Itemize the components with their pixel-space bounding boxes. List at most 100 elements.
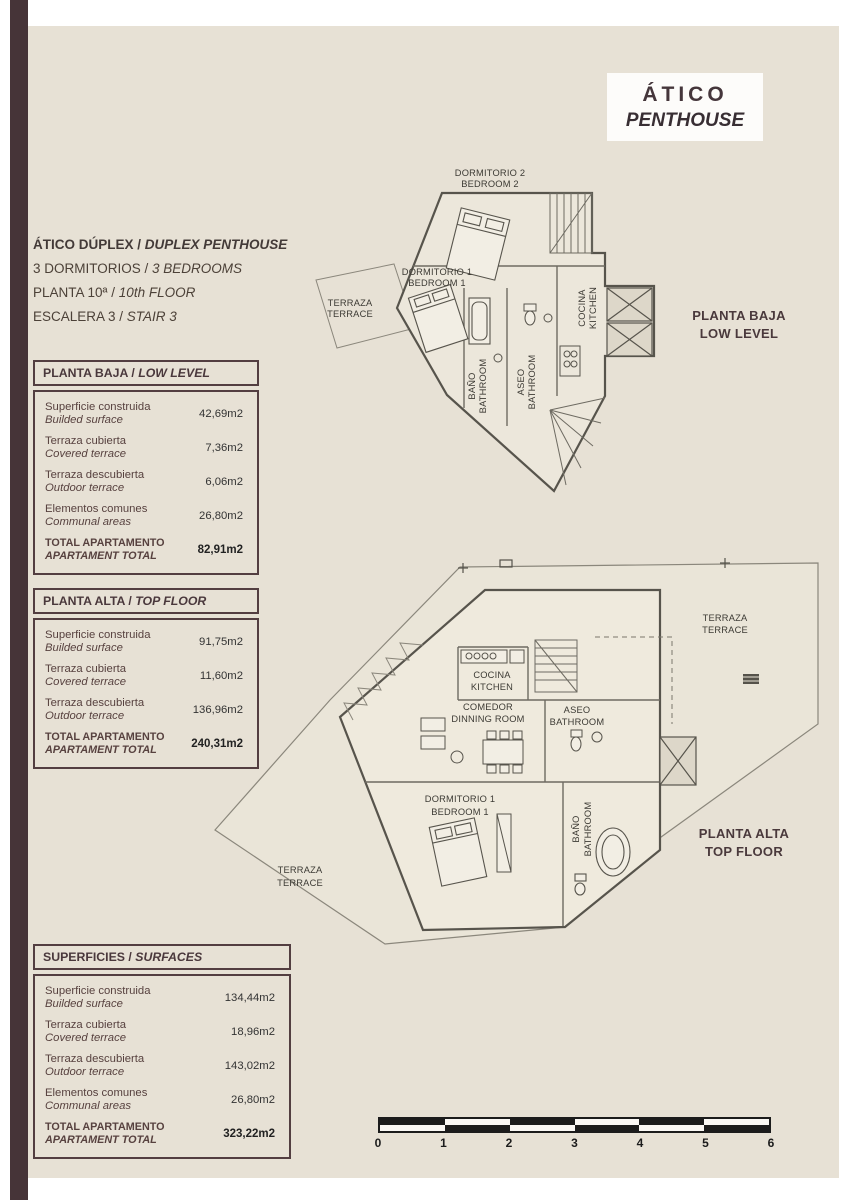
- label-terrace-es: TERRAZA: [328, 298, 373, 308]
- info-floor-en: 10th FLOOR: [118, 285, 196, 300]
- label-bedroom2-en: BEDROOM 2: [461, 179, 519, 189]
- label-bath-es: BAÑO: [571, 815, 581, 842]
- row-label-en: Outdoor terrace: [45, 482, 125, 494]
- label-kitchen-en: KITCHEN: [471, 682, 513, 692]
- plan-label-top-floor-en: TOP FLOOR: [704, 844, 784, 859]
- total-value: 82,91m2: [197, 544, 243, 556]
- label-dining-en: DINNING ROOM: [451, 714, 524, 724]
- total-value: 240,31m2: [191, 738, 243, 750]
- bathtub-icon: [468, 297, 491, 345]
- label-aseo-es: ASEO: [516, 369, 526, 396]
- table-header: SUPERFICIES / SURFACES: [33, 944, 291, 970]
- winder-stairs-icon: [549, 397, 606, 486]
- bed-icon-bedroom2: [445, 207, 511, 281]
- stairs-icon: [534, 639, 578, 693]
- elevator-icon: [606, 287, 653, 357]
- title-box: ÁTICO PENTHOUSE: [607, 73, 763, 141]
- total-label-en: APARTAMENT TOTAL: [45, 550, 157, 562]
- scale-tick: 4: [636, 1136, 644, 1150]
- row-value: 26,80m2: [231, 1094, 275, 1106]
- info-floor-es: PLANTA 10ª /: [33, 285, 119, 300]
- interior-walls: [413, 265, 605, 426]
- row-label-en: Builded surface: [45, 642, 123, 654]
- label-bath-es: BAÑO: [467, 372, 477, 399]
- plan-label-top-floor: PLANTA ALTA TOP FLOOR: [690, 825, 798, 861]
- kitchen-appliances-icon: [559, 345, 581, 377]
- info-line-type: ÁTICO DÚPLEX / DUPLEX PENTHOUSE: [33, 233, 287, 257]
- label-bath-en: BATHROOM: [478, 359, 488, 414]
- row-value: 7,36m2: [205, 442, 243, 454]
- label-bath-en: BATHROOM: [583, 802, 593, 857]
- plan-label-low-level-en: LOW LEVEL: [699, 326, 779, 341]
- label-kitchen-es: COCINA: [473, 670, 511, 680]
- wardrobe-icon: [496, 813, 512, 873]
- row-label-en: Builded surface: [45, 998, 123, 1010]
- scale-bar: 0 1 2 3 4 5 6: [375, 1117, 774, 1151]
- total-label-en: APARTAMENT TOTAL: [45, 1134, 157, 1146]
- plan-label-low-level-es: PLANTA BAJA: [692, 308, 786, 323]
- row-label-es: Superficie construida: [45, 984, 151, 997]
- row-label-es: Terraza descubierta: [45, 1052, 145, 1065]
- total-label-es: TOTAL APARTAMENTO: [45, 1120, 165, 1133]
- scale-tick: 5: [702, 1136, 709, 1150]
- row-label-en: Communal areas: [45, 1100, 132, 1112]
- total-value: 323,22m2: [223, 1128, 275, 1140]
- table-header: PLANTA ALTA / TOP FLOOR: [33, 588, 259, 614]
- row-label-en: Communal areas: [45, 516, 132, 528]
- row-value: 18,96m2: [231, 1026, 275, 1038]
- scale-tick: 6: [767, 1136, 775, 1150]
- total-label-en: APARTAMENT TOTAL: [45, 744, 157, 756]
- row-value: 143,02m2: [224, 1060, 275, 1072]
- info-stair-en: STAIR 3: [126, 309, 177, 324]
- info-type-en: DUPLEX PENTHOUSE: [144, 237, 288, 252]
- total-label-es: TOTAL APARTAMENTO: [45, 730, 165, 743]
- info-bedrooms-en: 3 BEDROOMS: [152, 261, 243, 276]
- info-line-floor: PLANTA 10ª / 10th FLOOR: [33, 281, 287, 305]
- row-label-en: Covered terrace: [45, 1032, 126, 1044]
- label-bedroom1-es: DORMITORIO 1: [425, 794, 495, 804]
- row-value: 91,75m2: [199, 636, 243, 648]
- sawtooth-edge: [343, 642, 424, 721]
- row-value: 26,80m2: [199, 510, 243, 522]
- low-level-floorplan: DORMITORIO 2 BEDROOM 2 DORMITORIO 1 BEDR…: [315, 168, 656, 493]
- label-terrace-bottom-en: TERRACE: [277, 878, 323, 888]
- table-header: PLANTA BAJA / LOW LEVEL: [33, 360, 259, 386]
- dining-table-icon: [482, 730, 524, 774]
- row-value: 6,06m2: [205, 476, 243, 488]
- label-dining-es: COMEDOR: [463, 702, 513, 712]
- label-kitchen-en: KITCHEN: [588, 287, 598, 329]
- scale-tick: 1: [440, 1136, 447, 1150]
- row-label-en: Covered terrace: [45, 676, 126, 688]
- row-value: 42,69m2: [199, 408, 243, 420]
- furniture-icon: [420, 717, 464, 764]
- label-terrace-en: TERRACE: [327, 309, 373, 319]
- scale-tick: 2: [505, 1136, 513, 1150]
- title-atico: ÁTICO: [642, 82, 728, 106]
- row-label-es: Superficie construida: [45, 400, 151, 413]
- label-bedroom2-es: DORMITORIO 2: [455, 168, 525, 178]
- left-accent-strip: [10, 0, 28, 1200]
- scale-bar-graphic: [378, 1117, 771, 1133]
- label-kitchen-es: COCINA: [577, 289, 587, 327]
- info-line-stair: ESCALERA 3 / STAIR 3: [33, 305, 287, 329]
- bathtub-icon: [574, 827, 631, 896]
- plan-label-low-level: PLANTA BAJA LOW LEVEL: [683, 307, 795, 343]
- bed-icon-bedroom1: [428, 817, 488, 887]
- label-aseo-es: ASEO: [564, 705, 591, 715]
- row-label-es: Terraza cubierta: [45, 434, 126, 447]
- interior-walls: [365, 646, 660, 926]
- scale-tick: 3: [571, 1136, 578, 1150]
- info-line-bedrooms: 3 DORMITORIOS / 3 BEDROOMS: [33, 257, 287, 281]
- row-label-en: Outdoor terrace: [45, 710, 125, 722]
- label-aseo-en: BATHROOM: [550, 717, 605, 727]
- toilet-icon: [570, 729, 603, 752]
